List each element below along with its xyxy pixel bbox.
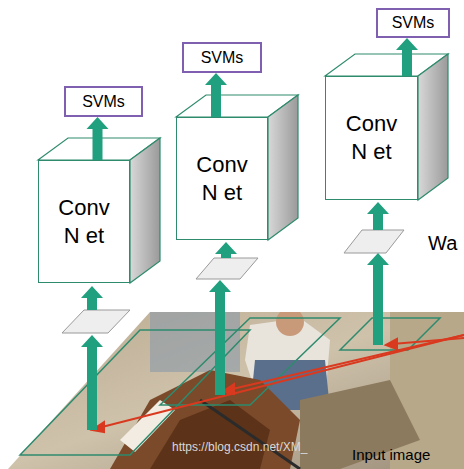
node-text: SVMs: [82, 93, 125, 111]
input-photo: [0, 300, 464, 469]
cube-face: [38, 54, 448, 283]
flow-arrow: [205, 73, 227, 117]
convnet-box: ConvN et: [176, 117, 268, 240]
classifier-box: SVMs: [64, 86, 143, 117]
flow-arrow: [396, 38, 418, 76]
caption-label: Input image: [352, 446, 430, 463]
node-text: ConvN et: [340, 110, 404, 166]
convnet-box: ConvN et: [325, 76, 418, 200]
convnet-box: ConvN et: [38, 160, 130, 283]
node-text: ConvN et: [190, 151, 254, 207]
node-text: SVMs: [201, 49, 244, 67]
node-text: ConvN et: [52, 194, 116, 250]
classifier-box: SVMs: [376, 8, 450, 38]
flow-arrow: [87, 117, 109, 160]
node-text: SVMs: [392, 14, 435, 32]
classifier-box: SVMs: [182, 42, 262, 73]
leader-arrow: [92, 335, 464, 432]
caption-label: Wa: [428, 232, 457, 255]
watermark: https://blog.csdn.net/XM_: [172, 440, 307, 454]
